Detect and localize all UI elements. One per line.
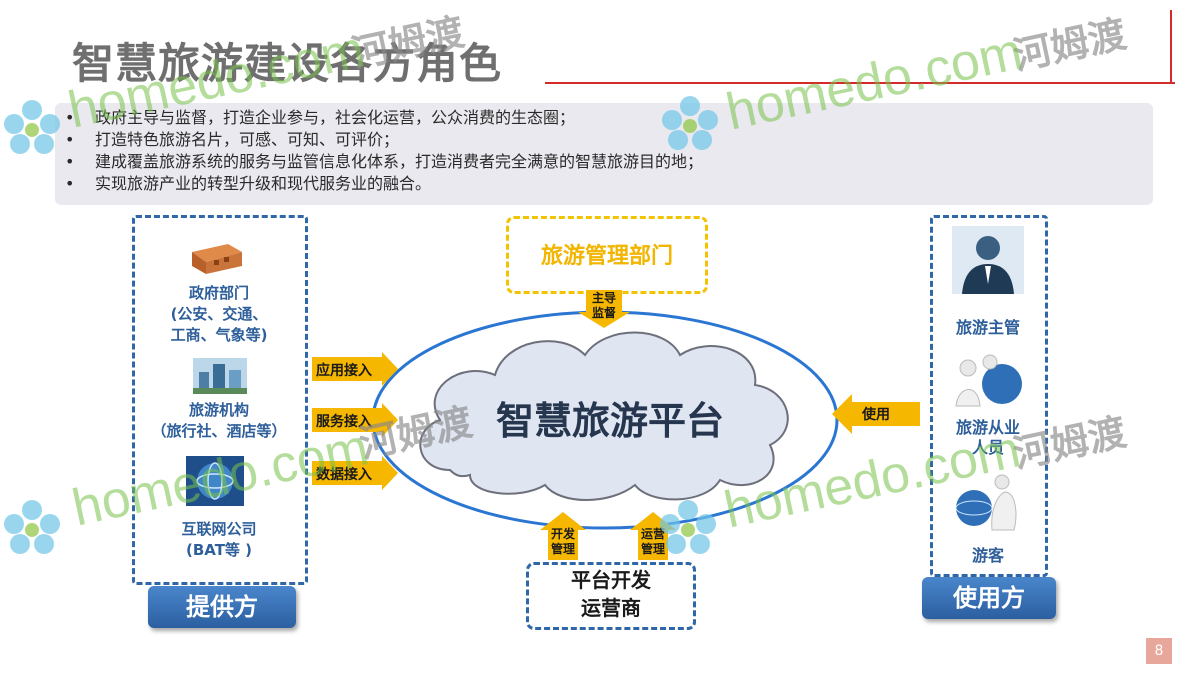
internet-label: 互联网公司 (BAT等 ) xyxy=(181,520,257,559)
dev-arrow-label: 开发 管理 xyxy=(550,527,575,556)
businessman-icon xyxy=(952,226,1024,294)
user-label-staff: 旅游从业 人员 xyxy=(955,418,1020,457)
user-box xyxy=(930,215,1048,577)
title-underline xyxy=(545,82,1175,84)
operator-box xyxy=(526,562,696,630)
use-arrow-label: 使用 xyxy=(862,407,890,423)
slide-title: 智慧旅游建设各方角色 xyxy=(72,39,503,88)
arrow-left-icon xyxy=(832,394,920,434)
gov-label: 政府部门 (公安、交通、 工商、气象等) xyxy=(170,284,268,344)
mgmt-dept-label: 旅游管理部门 xyxy=(540,244,673,269)
city-buildings-icon xyxy=(193,358,247,394)
user-label-manager: 旅游主管 xyxy=(955,318,1020,337)
government-building-icon xyxy=(192,244,242,274)
arrow-top-label: 主导 监督 xyxy=(591,291,616,320)
bullet-item: •实现旅游产业的转型升级和现代服务业的融合。 xyxy=(65,174,432,193)
flower-logo-icon xyxy=(4,500,60,554)
operator-label: 平台开发 运营商 xyxy=(571,568,651,620)
ops-arrow-label: 运营 管理 xyxy=(640,527,665,556)
flower-logo-icon xyxy=(4,100,60,154)
bullet-panel: •政府主导与监督，打造企业参与，社会化运营，公众消费的生态圈； •打造特色旅游名… xyxy=(55,103,1153,205)
title-corner-line xyxy=(1170,10,1172,84)
user-button[interactable]: 使用方 xyxy=(922,577,1056,619)
page-number: 8 xyxy=(1146,638,1172,664)
bullet-item: •政府主导与监督，打造企业参与，社会化运营，公众消费的生态圈； xyxy=(65,108,576,127)
arrow-down-icon xyxy=(578,290,630,328)
people-globe-icon xyxy=(955,354,1022,407)
provider-box xyxy=(132,215,308,585)
provider-button[interactable]: 提供方 xyxy=(148,586,296,628)
bullet-item: •打造特色旅游名片，可感、可知、可评价； xyxy=(65,130,400,149)
flower-logo-icon xyxy=(660,500,716,554)
bullet-item: •建成覆盖旅游系统的服务与监管信息化体系，打造消费者完全满意的智慧旅游目的地； xyxy=(65,152,704,171)
cloud-shape xyxy=(419,331,789,501)
platform-label: 智慧旅游平台 xyxy=(495,399,724,443)
service-access-arrow: 服务接入 xyxy=(312,403,398,437)
tourist-globe-icon xyxy=(955,474,1017,531)
arrow-up-icon xyxy=(540,512,586,560)
flower-logo-icon xyxy=(662,96,718,150)
travel-label: 旅游机构 （旅行社、酒店等） xyxy=(151,401,287,440)
data-access-arrow: 数据接入 xyxy=(312,456,398,490)
user-label-tourist: 游客 xyxy=(971,546,1004,565)
globe-network-icon xyxy=(186,456,244,506)
app-access-arrow: 应用接入 xyxy=(312,352,398,386)
watermark-cn: 河姆渡 xyxy=(1009,11,1131,79)
